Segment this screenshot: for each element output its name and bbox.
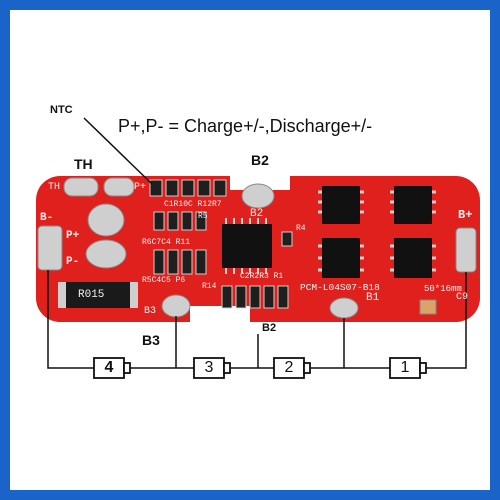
label-b2-top: B2 — [251, 152, 269, 168]
silk-size: 50*16mm — [424, 284, 462, 294]
silk-r-row2: R6C7C4 R11 — [142, 238, 191, 247]
battery-cell-1: 1 — [400, 359, 410, 376]
silk-c3: C3 — [234, 308, 243, 316]
label-b2-wire: B2 — [262, 322, 277, 334]
silk-r4: R4 — [296, 224, 306, 233]
silk-r14: R14 — [202, 282, 217, 291]
battery-cell-4: 4 — [104, 359, 114, 376]
silk-b-plus: B+ — [458, 208, 473, 222]
silk-resistor: R015 — [78, 289, 105, 301]
battery-cell-3: 3 — [204, 359, 214, 376]
silk-b2: B2 — [250, 208, 264, 220]
shunt-resistor — [62, 282, 134, 308]
battery-cells — [93, 357, 427, 379]
silk-r-row3: R5C4C5 P6 — [142, 276, 186, 285]
mosfets — [322, 186, 432, 278]
pad-b2 — [241, 183, 275, 209]
battery-cell-2: 2 — [284, 359, 294, 376]
ntc-pointer — [83, 117, 153, 185]
silk-b1: B1 — [366, 292, 380, 304]
silk-b-minus: B- — [40, 212, 54, 224]
page-title: P+,P- = Charge+/-,Discharge+/- — [118, 116, 373, 136]
label-b3: B3 — [142, 332, 160, 348]
pad-p-minus — [85, 239, 127, 269]
capacitor-c9 — [419, 299, 437, 315]
pad-p-plus-top — [103, 177, 135, 197]
control-ic — [222, 224, 272, 268]
pad-th — [63, 177, 99, 197]
wiring — [47, 270, 467, 369]
silk-p-plus: P+ — [66, 230, 80, 242]
silk-c9: C9 — [456, 292, 469, 303]
silk-r5: R5 — [198, 212, 208, 221]
silk-p-minus: P- — [66, 256, 80, 268]
silk-th: TH — [48, 182, 61, 193]
pad-p-plus — [87, 203, 125, 237]
pad-b-minus — [37, 225, 63, 271]
silk-model: PCM-L04S07-B18 — [300, 282, 380, 293]
silk-p-plus-pad: P+ — [134, 182, 147, 193]
silk-c2r2: C2R2R3 R1 — [240, 272, 284, 281]
label-th: TH — [74, 156, 93, 172]
silk-r-row1: C1R10C R12R7 — [164, 200, 222, 209]
label-ntc: NTC — [50, 104, 73, 116]
silk-b3: B3 — [144, 306, 157, 317]
